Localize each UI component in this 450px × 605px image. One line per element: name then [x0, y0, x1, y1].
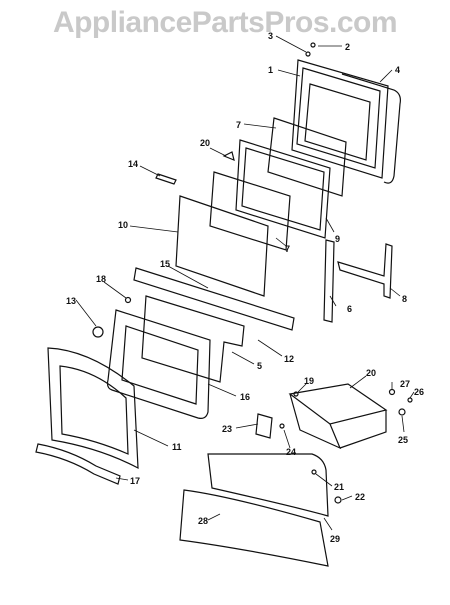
part-label: 11 [172, 442, 182, 452]
part-label: 12 [284, 354, 294, 364]
part-label: 22 [355, 492, 365, 502]
watermark: AppliancePartsPros.com [52, 6, 398, 39]
part-label: 18 [96, 274, 106, 284]
side-bracket-right [337, 243, 393, 299]
screw-19 [293, 391, 299, 397]
screw-24 [279, 423, 285, 429]
part-label: 27 [400, 379, 410, 389]
part-number-labels: 1 2 3 4 5 6 7 7 8 9 10 11 12 13 14 15 16… [66, 31, 424, 544]
bracket-23 [255, 413, 273, 439]
screw-3 [305, 51, 311, 57]
part-label: 15 [160, 259, 170, 269]
part-label: 9 [335, 234, 340, 244]
door-handle [35, 443, 121, 485]
part-label: 6 [347, 304, 352, 314]
part-label: 10 [118, 220, 128, 230]
part-label: 7 [236, 120, 241, 130]
knob-13 [92, 326, 104, 338]
door-outer-panel [47, 347, 139, 470]
drawer-front-outer [179, 489, 329, 567]
part-label: 20 [366, 368, 376, 378]
hinge-14 [155, 173, 177, 185]
drawer-front-inner [207, 453, 329, 517]
part-label: 19 [304, 376, 314, 386]
part-label: 21 [334, 482, 344, 492]
roller-25 [398, 408, 406, 416]
part-label: 20 [200, 138, 210, 148]
roller-22 [334, 496, 342, 504]
part-label: 5 [257, 361, 262, 371]
drawer-box [288, 383, 388, 450]
part-label: 14 [128, 159, 138, 169]
part-label: 7 [285, 244, 290, 254]
part-label: 16 [240, 392, 250, 402]
large-glass-panel [175, 195, 269, 297]
part-label: 3 [268, 31, 273, 41]
screw-18 [124, 296, 132, 304]
part-label: 29 [330, 534, 340, 544]
part-label: 26 [414, 387, 424, 397]
part-label: 28 [198, 516, 208, 526]
window-glass-lower [209, 171, 291, 251]
door-outer-frame [291, 59, 389, 179]
part-label: 17 [130, 476, 140, 486]
part-label: 25 [398, 435, 408, 445]
screw-2 [310, 42, 316, 48]
part-label: 8 [402, 294, 407, 304]
door-inner-frame [235, 139, 331, 239]
screw-26 [407, 397, 413, 403]
clip-20 [222, 151, 235, 161]
screw-21 [311, 469, 317, 475]
roller-27 [388, 388, 396, 396]
part-label: 13 [66, 296, 76, 306]
part-label: 1 [268, 65, 273, 75]
leader-lines [75, 35, 415, 531]
part-label: 4 [395, 65, 400, 75]
part-label: 2 [345, 42, 350, 52]
side-bracket-left [323, 239, 335, 323]
door-gasket [341, 73, 401, 184]
door-inner-panel [106, 309, 211, 419]
door-insulation [141, 295, 245, 383]
part-label: 24 [286, 447, 296, 457]
window-glass-upper [267, 117, 347, 197]
part-label: 23 [222, 424, 232, 434]
door-channel [133, 267, 295, 331]
